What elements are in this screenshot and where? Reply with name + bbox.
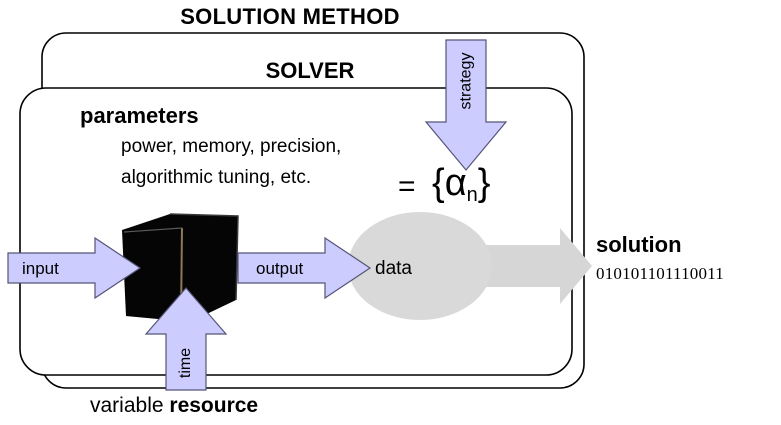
input-label: input [22, 259, 59, 278]
data-ellipse [348, 212, 492, 320]
parameters-heading: parameters [80, 103, 199, 128]
alpha-set-close: } [477, 162, 491, 204]
solution-heading: solution [596, 232, 682, 257]
strategy-label: strategy [456, 52, 474, 110]
time-arrow [144, 287, 228, 391]
parameters-line-2: algorithmic tuning, etc. [121, 167, 312, 188]
solution-method-title: SOLUTION METHOD [180, 4, 400, 29]
output-label: output [256, 259, 304, 278]
solver-title: SOLVER [265, 58, 355, 83]
output-arrow [237, 236, 372, 300]
alpha-subscript: n [466, 184, 478, 206]
alpha-set-open: {α [432, 162, 467, 204]
strategy-label-wrap: strategy [436, 46, 496, 116]
parameters-line-1: power, memory, precision, [121, 136, 342, 157]
resource-prefix: variable [90, 394, 170, 417]
solution-bits: 010101101110011 [596, 264, 724, 283]
alpha-set: {αn} [432, 162, 491, 207]
resource-bold: resource [169, 394, 259, 417]
strategy-arrow [424, 39, 508, 171]
time-label: time [176, 347, 194, 379]
equals-sign: = [398, 170, 416, 203]
input-arrow [7, 236, 142, 300]
black-box [122, 213, 239, 322]
variable-resource-label: variable resource [90, 394, 390, 418]
time-label-wrap: time [156, 338, 216, 388]
data-label: data [375, 258, 412, 279]
